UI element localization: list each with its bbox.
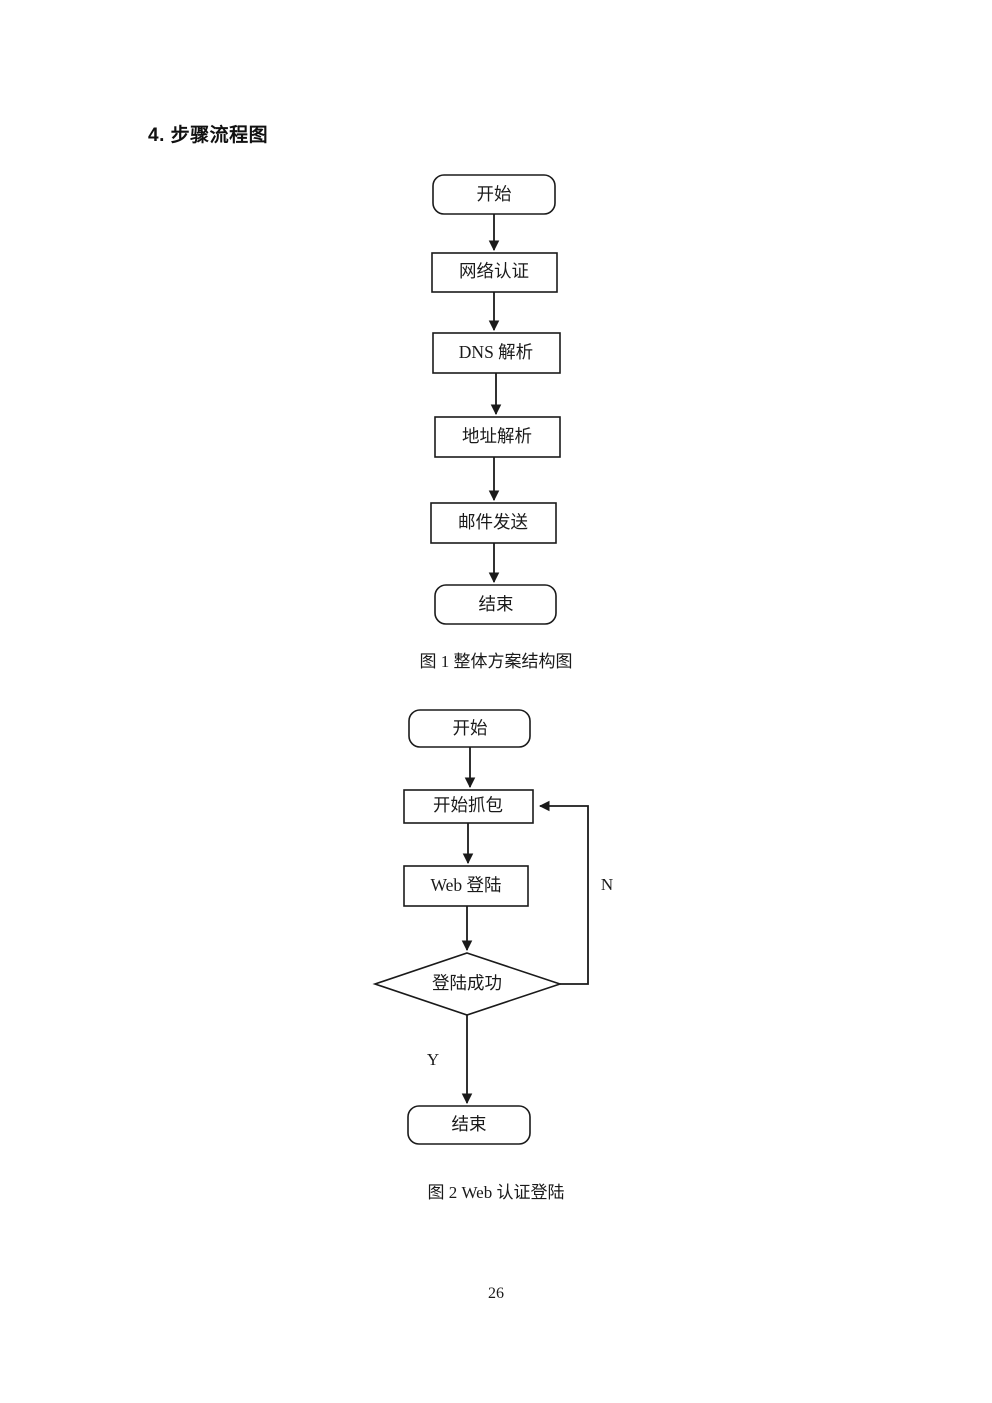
figure-1-caption: 图 1 整体方案结构图 [419, 652, 573, 671]
edge-label-no: N [601, 875, 613, 894]
node-f2-decision: 登陆成功 [372, 952, 563, 1016]
node-f2-weblogin-label: Web 登陆 [430, 875, 501, 895]
figure-2-caption: 图 2 Web 认证登陆 [427, 1183, 565, 1202]
node-f1-end: 结束 [434, 584, 557, 625]
node-f1-start-label: 开始 [477, 184, 512, 204]
node-f1-auth-label: 网络认证 [459, 261, 529, 281]
node-f2-weblogin: Web 登陆 [403, 865, 529, 907]
node-f1-end-label: 结束 [479, 594, 514, 614]
node-f2-start-label: 开始 [453, 718, 488, 738]
node-f1-dns-label: DNS 解析 [459, 342, 533, 362]
node-f1-auth: 网络认证 [431, 252, 558, 293]
node-f1-dns: DNS 解析 [432, 332, 561, 374]
node-f2-capture: 开始抓包 [403, 789, 534, 824]
node-f2-decision-label: 登陆成功 [432, 973, 502, 993]
node-f1-mail: 邮件发送 [430, 502, 557, 544]
connector-f2-no-loop [538, 800, 589, 985]
node-f1-addr-label: 地址解析 [462, 426, 532, 446]
node-f1-addr: 地址解析 [434, 416, 561, 458]
page-title: 4. 步骤流程图 [148, 125, 269, 146]
node-f1-mail-label: 邮件发送 [458, 512, 528, 532]
node-f1-start: 开始 [432, 174, 556, 215]
node-f2-start: 开始 [408, 709, 531, 748]
node-f2-end-label: 结束 [452, 1114, 487, 1134]
page-number: 26 [488, 1285, 504, 1302]
node-f2-end: 结束 [407, 1105, 531, 1145]
node-f2-capture-label: 开始抓包 [433, 795, 503, 815]
edge-label-yes: Y [427, 1050, 439, 1069]
